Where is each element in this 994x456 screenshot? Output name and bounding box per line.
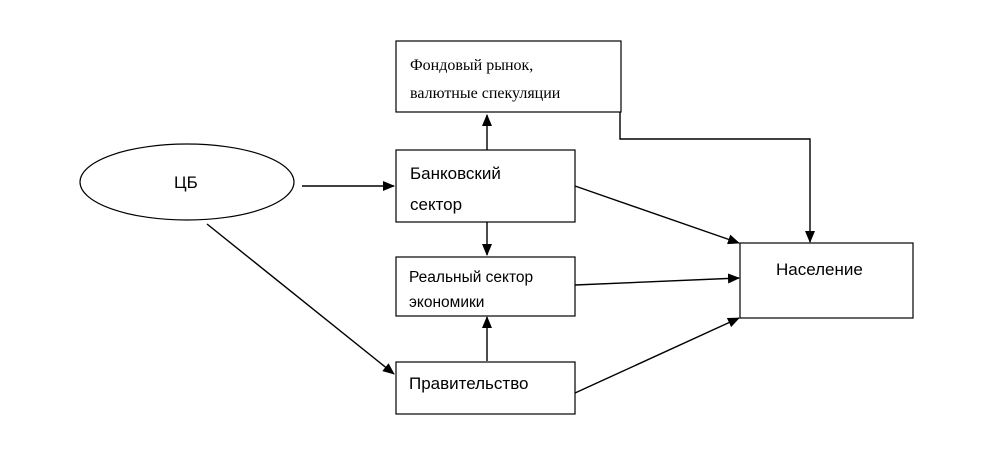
population-label: Население (776, 260, 863, 279)
edge-bank-to-pop (574, 185, 740, 245)
banking-sector-label-line1: Банковский (410, 164, 501, 183)
node-real-sector: Реальный сектор экономики (395, 256, 576, 317)
banking-sector-label-line2: сектор (410, 195, 462, 214)
cb-ellipse (79, 143, 295, 221)
real-sector-box (395, 256, 576, 317)
stock-market-box (395, 40, 622, 113)
node-government: Правительство (395, 361, 576, 415)
node-cb: ЦБ (79, 143, 295, 221)
real-sector-label-line2: экономики (409, 294, 484, 311)
banking-sector-box (395, 149, 576, 223)
real-sector-label-line1: Реальный сектор (409, 269, 533, 286)
cb-label: ЦБ (174, 173, 198, 192)
edge-stock-to-pop (619, 112, 815, 243)
government-label: Правительство (409, 374, 529, 393)
edges (206, 112, 815, 394)
government-box (395, 361, 576, 415)
stock-market-label-line1: Фондовый рынок, (410, 57, 533, 74)
edge-gov-to-pop (574, 317, 740, 394)
node-banking-sector: Банковский сектор (395, 149, 576, 223)
population-box (739, 242, 914, 319)
stock-market-label-line2: валютные спекуляции (410, 85, 561, 102)
edge-real-to-pop (574, 273, 740, 286)
node-stock-market: Фондовый рынок, валютные спекуляции (395, 40, 622, 113)
node-population: Население (739, 242, 914, 319)
edge-cb-to-gov (206, 223, 395, 375)
